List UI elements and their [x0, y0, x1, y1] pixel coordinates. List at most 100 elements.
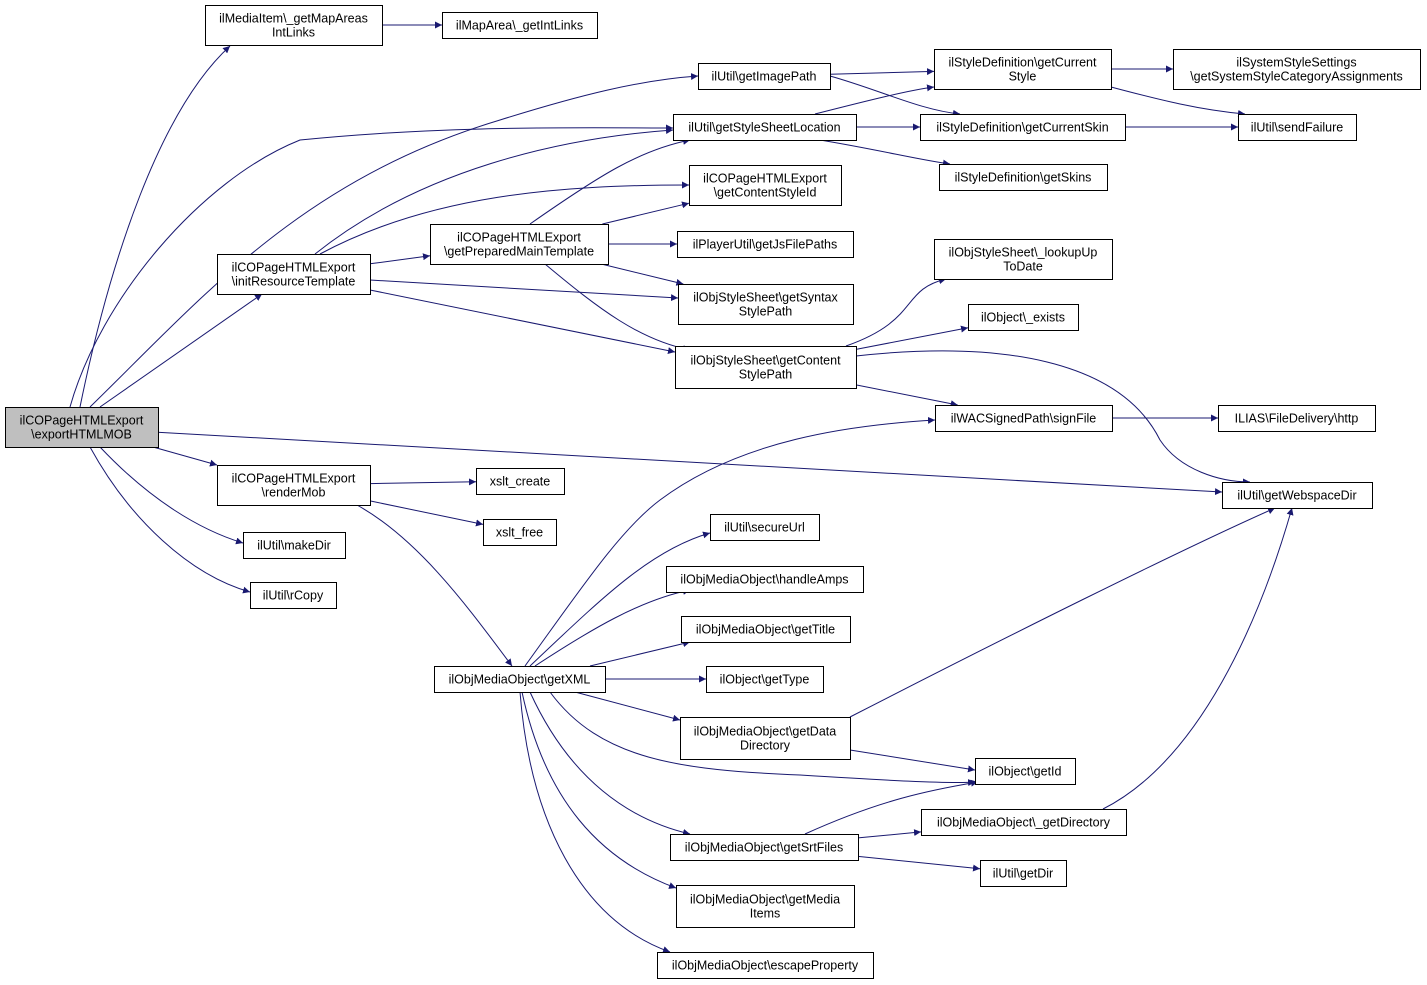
edge-exportHTMLMOB-to-initResourceTemplate: [99, 293, 263, 408]
node-getSrtFiles[interactable]: ilObjMediaObject\getSrtFiles: [670, 834, 859, 861]
node-signFile[interactable]: ilWACSignedPath\signFile: [935, 405, 1113, 432]
node-box: [934, 239, 1113, 280]
node-label: ilMapArea\_getIntLinks: [456, 19, 583, 33]
node-getDir[interactable]: ilUtil\getDir: [980, 860, 1067, 887]
node-getSkins[interactable]: ilStyleDefinition\getSkins: [939, 164, 1108, 191]
node-label: ToDate: [1003, 260, 1043, 274]
node-box: [250, 582, 337, 609]
node-renderMob[interactable]: ilCOPageHTMLExport\renderMob: [217, 465, 371, 506]
edge-exportHTMLMOB-to-getWebspaceDir: [152, 431, 1223, 496]
edge-renderMob-to-xsltFree: [369, 500, 484, 527]
node-label: ilPlayerUtil\getJsFilePaths: [693, 238, 838, 252]
node-label: Style: [1009, 70, 1037, 84]
node-box: [476, 468, 565, 495]
node-label: \getSystemStyleCategoryAssignments: [1190, 70, 1403, 84]
node-getCurrentSkin[interactable]: ilStyleDefinition\getCurrentSkin: [920, 114, 1126, 141]
node-getDirectory[interactable]: ilObjMediaObject\_getDirectory: [921, 809, 1127, 836]
node-sendFailure[interactable]: ilUtil\sendFailure: [1238, 114, 1357, 141]
edge-getPreparedMainTemplate-to-getContentStyleId: [602, 201, 690, 225]
edge-getContentStylePath-to-lookupUpToDate: [845, 277, 947, 347]
edge-getXML-to-secureUrl: [529, 531, 711, 667]
edge-exportHTMLMOB-to-getStyleSheetLocation: [69, 124, 674, 408]
node-label: ilWACSignedPath\signFile: [951, 412, 1096, 426]
node-getStyleSheetLocation[interactable]: ilUtil\getStyleSheetLocation: [673, 114, 857, 141]
node-box: [698, 63, 831, 90]
node-secureUrl[interactable]: ilUtil\secureUrl: [710, 514, 820, 541]
node-getId[interactable]: ilObject\getId: [975, 758, 1076, 785]
node-label: \exportHTMLMOB: [31, 428, 132, 442]
node-getImagePath[interactable]: ilUtil\getImagePath: [698, 63, 831, 90]
node-makeDir[interactable]: ilUtil\makeDir: [243, 532, 346, 559]
edge-getDirectory-to-getWebspaceDir: [1102, 507, 1294, 810]
node-xsltFree[interactable]: xslt_free: [483, 519, 557, 546]
node-label: ilObject\getId: [989, 765, 1062, 779]
node-box: [483, 519, 557, 546]
node-getContentStyleId[interactable]: ilCOPageHTMLExport\getContentStyleId: [689, 165, 842, 206]
node-box: [710, 514, 820, 541]
edges-layer: [69, 21, 1294, 953]
node-label: ilObject\getType: [720, 673, 810, 687]
node-box: [681, 616, 851, 643]
node-label: ilStyleDefinition\getSkins: [955, 171, 1092, 185]
node-box: [980, 860, 1067, 887]
node-box: [975, 758, 1076, 785]
edge-getImagePath-to-getCurrentStyle: [829, 68, 935, 76]
node-initResourceTemplate[interactable]: ilCOPageHTMLExport\initResourceTemplate: [217, 254, 371, 295]
node-getType[interactable]: ilObject\getType: [706, 666, 824, 693]
node-box: [666, 566, 864, 593]
node-getSystemStyleCategoryAssignments[interactable]: ilSystemStyleSettings\getSystemStyleCate…: [1173, 49, 1421, 90]
edge-exportHTMLMOB-to-renderMob: [152, 446, 218, 467]
edge-getDataDirectory-to-getId: [849, 749, 976, 773]
node-getPreparedMainTemplate[interactable]: ilCOPageHTMLExport\getPreparedMainTempla…: [430, 224, 609, 265]
node-label: ilObjMediaObject\getMedia: [690, 893, 840, 907]
edge-getContentStylePath-to-getWebspaceDir: [855, 350, 1251, 486]
node-box: [935, 405, 1113, 432]
node-label: ilCOPageHTMLExport: [232, 261, 356, 275]
node-box: [434, 666, 606, 693]
node-getWebspaceDir[interactable]: ilUtil\getWebspaceDir: [1222, 482, 1373, 509]
node-label: ilObjStyleSheet\_lookupUp: [949, 246, 1098, 260]
node-box: [217, 465, 371, 506]
node-label: ilObjMediaObject\getTitle: [696, 623, 835, 637]
edge-renderMob-to-xsltCreate: [369, 478, 477, 486]
node-exists[interactable]: ilObject\_exists: [968, 304, 1079, 331]
node-http[interactable]: ILIAS\FileDelivery\http: [1218, 405, 1376, 432]
node-xsltCreate[interactable]: xslt_create: [476, 468, 565, 495]
node-exportHTMLMOB[interactable]: ilCOPageHTMLExport\exportHTMLMOB: [5, 407, 159, 448]
node-label: ilUtil\makeDir: [257, 539, 331, 553]
edge-getXML-to-signFile: [524, 416, 936, 667]
node-label: StylePath: [739, 305, 793, 319]
edge-getStyleSheetLocation-to-getCurrentStyle: [814, 84, 935, 115]
edge-getCurrentStyle-to-sendFailure: [1110, 86, 1246, 117]
node-label: ilObjStyleSheet\getSyntax: [693, 291, 838, 305]
node-getIntLinks[interactable]: ilMapArea\_getIntLinks: [442, 12, 598, 39]
edge-getSrtFiles-to-getDirectory: [857, 829, 922, 839]
node-getTitle[interactable]: ilObjMediaObject\getTitle: [681, 616, 851, 643]
node-box: [689, 165, 842, 206]
node-box: [217, 254, 371, 295]
node-box: [430, 224, 609, 265]
node-label: ilUtil\getImagePath: [712, 70, 817, 84]
edge-exportHTMLMOB-to-rCopy: [89, 446, 251, 594]
node-handleAmps[interactable]: ilObjMediaObject\handleAmps: [666, 566, 864, 593]
node-rCopy[interactable]: ilUtil\rCopy: [250, 582, 337, 609]
node-getJsFilePaths[interactable]: ilPlayerUtil\getJsFilePaths: [677, 231, 854, 258]
node-box: [205, 5, 383, 46]
node-getXML[interactable]: ilObjMediaObject\getXML: [434, 666, 606, 693]
node-label: StylePath: [739, 368, 793, 382]
node-escapeProperty[interactable]: ilObjMediaObject\escapeProperty: [657, 952, 874, 979]
node-box: [670, 834, 859, 861]
edge-getSrtFiles-to-getDir: [857, 855, 981, 872]
node-label: ilStyleDefinition\getCurrentSkin: [936, 121, 1108, 135]
node-label: ilUtil\getStyleSheetLocation: [688, 121, 840, 135]
edge-getContentStylePath-to-exists: [855, 325, 969, 350]
edge-getXML-to-escapeProperty: [519, 691, 671, 953]
node-label: ilSystemStyleSettings: [1236, 56, 1356, 70]
